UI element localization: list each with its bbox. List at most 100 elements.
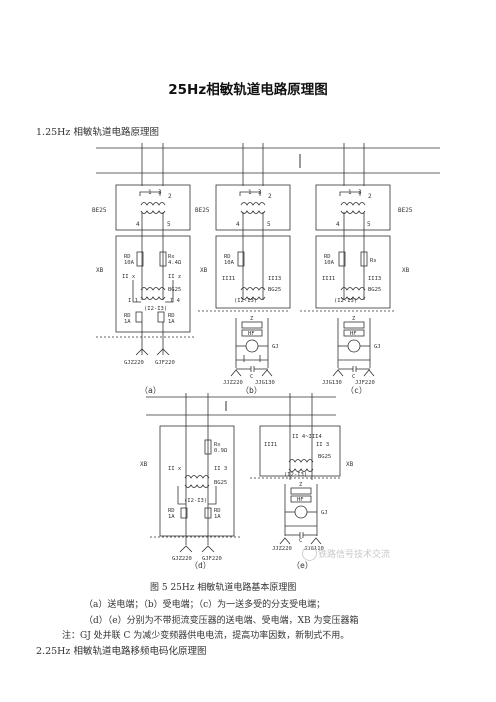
svg-text:III3: III3 [368,276,381,282]
svg-text:Z: Z [250,316,254,322]
svg-text:0.9Ω: 0.9Ω [214,448,228,454]
svg-text:RD: RD [168,313,175,319]
svg-text:II z: II z [168,274,181,280]
svg-text:JJG130: JJG130 [255,380,275,386]
svg-text:I 4: I 4 [170,298,181,304]
svg-text:XB: XB [96,267,104,274]
label-e: （e） [292,561,313,570]
svg-text:Rx: Rx [214,442,221,448]
svg-text:RD: RD [214,508,221,514]
svg-text:I 1: I 1 [128,298,138,304]
svg-text:GJ: GJ [321,510,328,516]
svg-text:2: 2 [268,193,272,200]
svg-text:1: 1 [248,189,252,196]
svg-text:(I2-I3): (I2-I3) [184,498,207,504]
svg-text:HF: HF [297,497,304,503]
svg-text:III1: III1 [322,276,335,282]
page-title: 25Hz相敏轨道电路原理图 [168,82,328,98]
svg-text:3: 3 [258,189,262,196]
svg-text:II x: II x [168,466,182,472]
svg-text:II 3: II 3 [214,466,227,472]
svg-text:BE25: BE25 [195,207,210,214]
svg-text:5: 5 [167,221,171,228]
svg-text:GJ: GJ [374,344,381,350]
svg-text:RD: RD [324,254,331,260]
svg-text:XB: XB [200,267,208,274]
svg-text:HF: HF [350,331,357,337]
note-line-2: （d）（e）分别为不带扼流变压器的送电端、受电端，XB 为变压器箱 [84,616,359,626]
svg-text:1A: 1A [214,514,221,520]
svg-text:C: C [299,538,302,544]
svg-text:RD: RD [168,508,175,514]
svg-text:II 4~III4: II 4~III4 [292,434,322,440]
label-b: （b） [241,386,262,395]
svg-text:5: 5 [367,221,371,228]
svg-text:Z: Z [352,316,356,322]
svg-text:XB: XB [140,461,148,468]
svg-text:3: 3 [158,189,162,196]
svg-text:4: 4 [236,221,240,228]
watermark: 铁路信号技术交流 [318,550,391,560]
svg-text:1: 1 [348,189,352,196]
svg-text:2: 2 [368,193,372,200]
svg-text:HF: HF [248,331,255,337]
svg-text:RD: RD [224,254,231,260]
svg-text:BG25: BG25 [214,480,227,486]
svg-text:1A: 1A [168,319,175,325]
svg-text:BE25: BE25 [398,207,413,214]
svg-text:GJF220: GJF220 [155,360,175,366]
svg-text:Z: Z [299,482,303,488]
figure-caption: 图 5 25Hz 相敏轨道电路基本原理图 [150,583,297,593]
section-heading-2: 2.25Hz 相敏轨道电路移频电码化原理图 [36,646,207,657]
svg-text:II 3: II 3 [316,442,329,448]
svg-text:BG25: BG25 [268,287,281,293]
label-a: （a） [140,386,161,395]
svg-text:(I2-I3): (I2-I3) [334,298,357,304]
note-line-3: 注：GJ 处并联 C 为减少变频器供电电流，提高功率因数，新制式不用。 [62,631,350,641]
svg-text:1A: 1A [124,319,131,325]
svg-text:JJG130: JJG130 [322,380,342,386]
svg-text:XB: XB [402,267,410,274]
svg-text:10A: 10A [324,260,335,266]
svg-text:2: 2 [168,193,172,200]
svg-text:GJF220: GJF220 [202,556,222,562]
svg-text:4: 4 [336,221,340,228]
svg-text:RD: RD [124,254,131,260]
svg-text:1: 1 [148,189,152,196]
watermark-icon [302,546,317,561]
label-d: （d） [190,561,211,570]
svg-text:3: 3 [358,189,362,196]
svg-text:10A: 10A [124,260,135,266]
svg-text:10A: 10A [224,260,235,266]
svg-text:(I2-I3): (I2-I3) [144,306,167,312]
svg-text:GJZ220: GJZ220 [124,360,144,366]
note-line-1: （a）送电端；（b）受电端；（c）为一送多受的分支受电端； [84,600,326,610]
svg-text:4.4Ω: 4.4Ω [168,260,182,266]
svg-text:III1: III1 [222,276,235,282]
svg-text:C: C [352,374,355,380]
section-heading-1: 1.25Hz 相敏轨道电路原理图 [36,127,159,138]
svg-text:C: C [250,374,253,380]
svg-text:(I2-I3): (I2-I3) [234,298,257,304]
svg-text:BG25: BG25 [168,287,181,293]
svg-text:Rx: Rx [168,254,175,260]
svg-text:JJZ220: JJZ220 [223,380,243,386]
svg-text:JJF220: JJF220 [355,380,375,386]
svg-text:BG25: BG25 [318,454,331,460]
svg-text:BG25: BG25 [368,287,381,293]
svg-text:JJZ220: JJZ220 [272,546,292,552]
label-c: （c） [346,386,367,395]
svg-text:1A: 1A [168,514,175,520]
svg-text:(I2-I3): (I2-I3) [284,472,307,478]
svg-text:II x: II x [122,274,136,280]
svg-text:GJZ220: GJZ220 [172,556,192,562]
svg-text:BE25: BE25 [92,207,107,214]
svg-text:III3: III3 [268,276,281,282]
svg-text:4: 4 [136,221,140,228]
svg-text:Rs: Rs [370,258,377,264]
svg-text:GJ: GJ [272,344,279,350]
svg-text:5: 5 [267,221,271,228]
svg-text:RD: RD [124,313,131,319]
